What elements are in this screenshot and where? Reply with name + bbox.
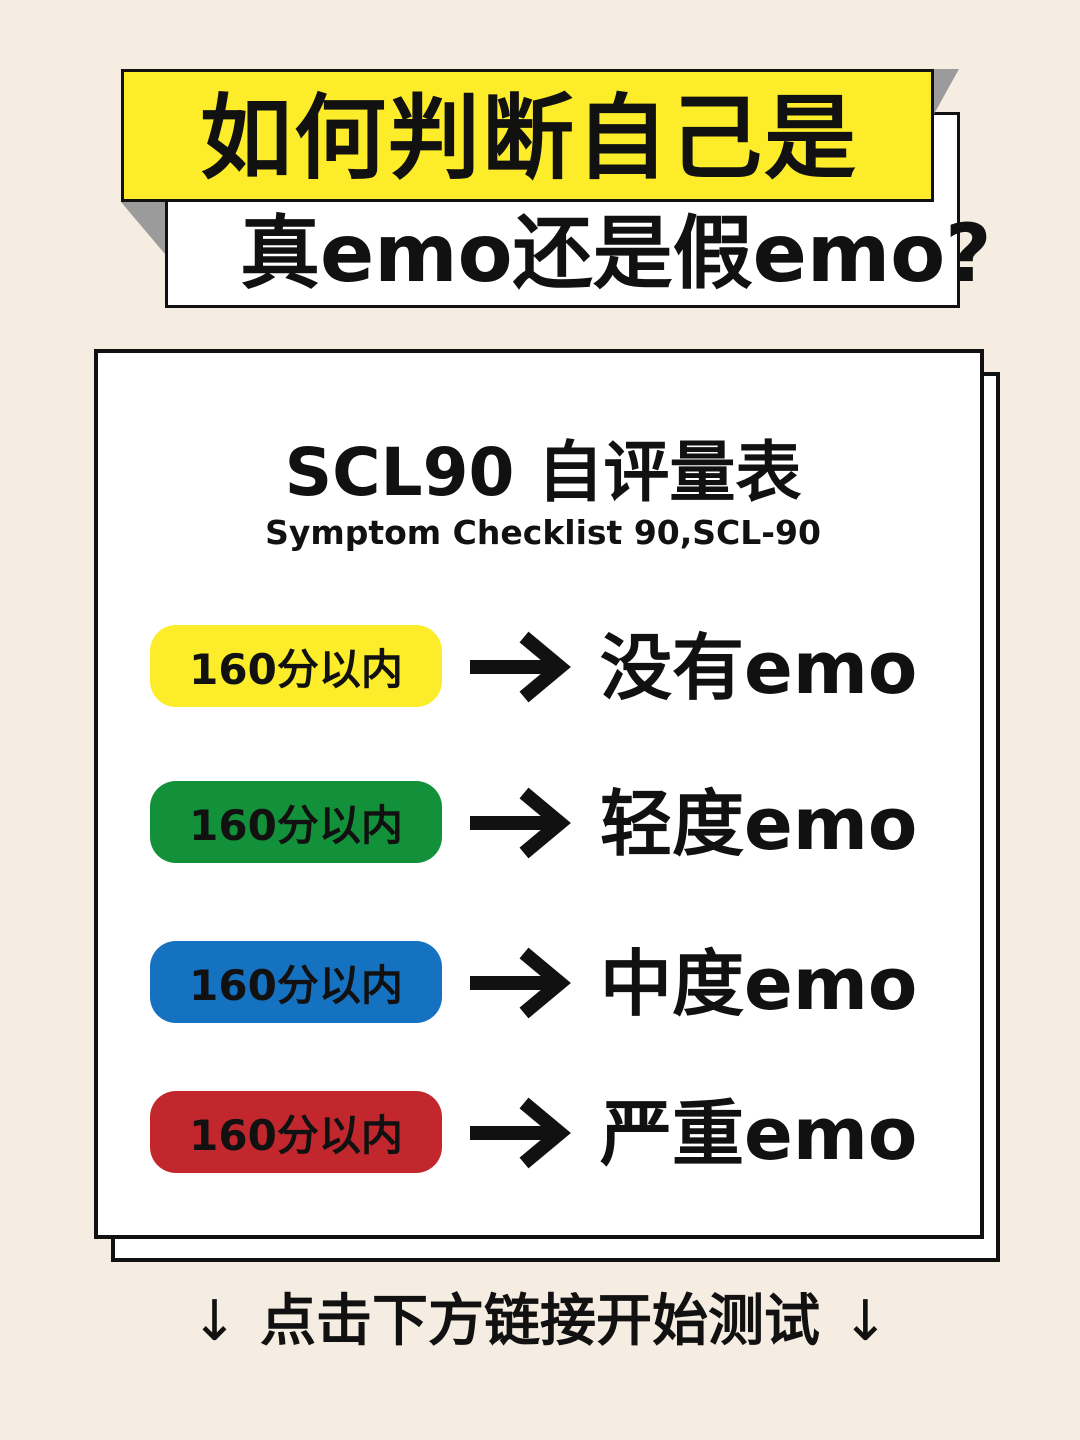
score-row-mild: 160分以内 轻度emo	[150, 781, 950, 866]
right-arrow-icon	[470, 787, 571, 859]
card-title: SCL90 自评量表	[284, 434, 802, 511]
result-label: 没有emo	[600, 626, 918, 710]
score-row-none: 160分以内 没有emo	[150, 625, 950, 710]
result-label: 严重emo	[600, 1092, 918, 1176]
title-line-1: 如何判断自己是	[200, 85, 859, 192]
result-label: 轻度emo	[600, 782, 918, 866]
title-line-2: 真emo还是假emo?	[240, 207, 992, 300]
card-subtitle: Symptom Checklist 90,SCL-90	[265, 513, 821, 552]
result-label: 中度emo	[600, 942, 918, 1026]
title-banner-fold-right	[934, 69, 959, 114]
down-arrow-icon: ↓	[842, 1289, 889, 1354]
down-arrow-icon: ↓	[191, 1289, 238, 1354]
title-banner-fold-left	[121, 202, 165, 254]
score-pill: 160分以内	[150, 941, 442, 1023]
score-row-moderate: 160分以内 中度emo	[150, 941, 950, 1026]
right-arrow-icon	[470, 631, 571, 703]
scale-card: SCL90 自评量表 Symptom Checklist 90,SCL-90 1…	[94, 349, 984, 1239]
title-banner-yellow	[121, 69, 934, 202]
right-arrow-icon	[470, 947, 571, 1019]
score-pill: 160分以内	[150, 781, 442, 863]
score-pill: 160分以内	[150, 1091, 442, 1173]
footer-cta[interactable]: ↓ 点击下方链接开始测试 ↓	[0, 1286, 1080, 1358]
score-row-severe: 160分以内 严重emo	[150, 1091, 950, 1176]
score-pill: 160分以内	[150, 625, 442, 707]
footer-text[interactable]: 点击下方链接开始测试	[260, 1289, 820, 1354]
right-arrow-icon	[470, 1097, 571, 1169]
